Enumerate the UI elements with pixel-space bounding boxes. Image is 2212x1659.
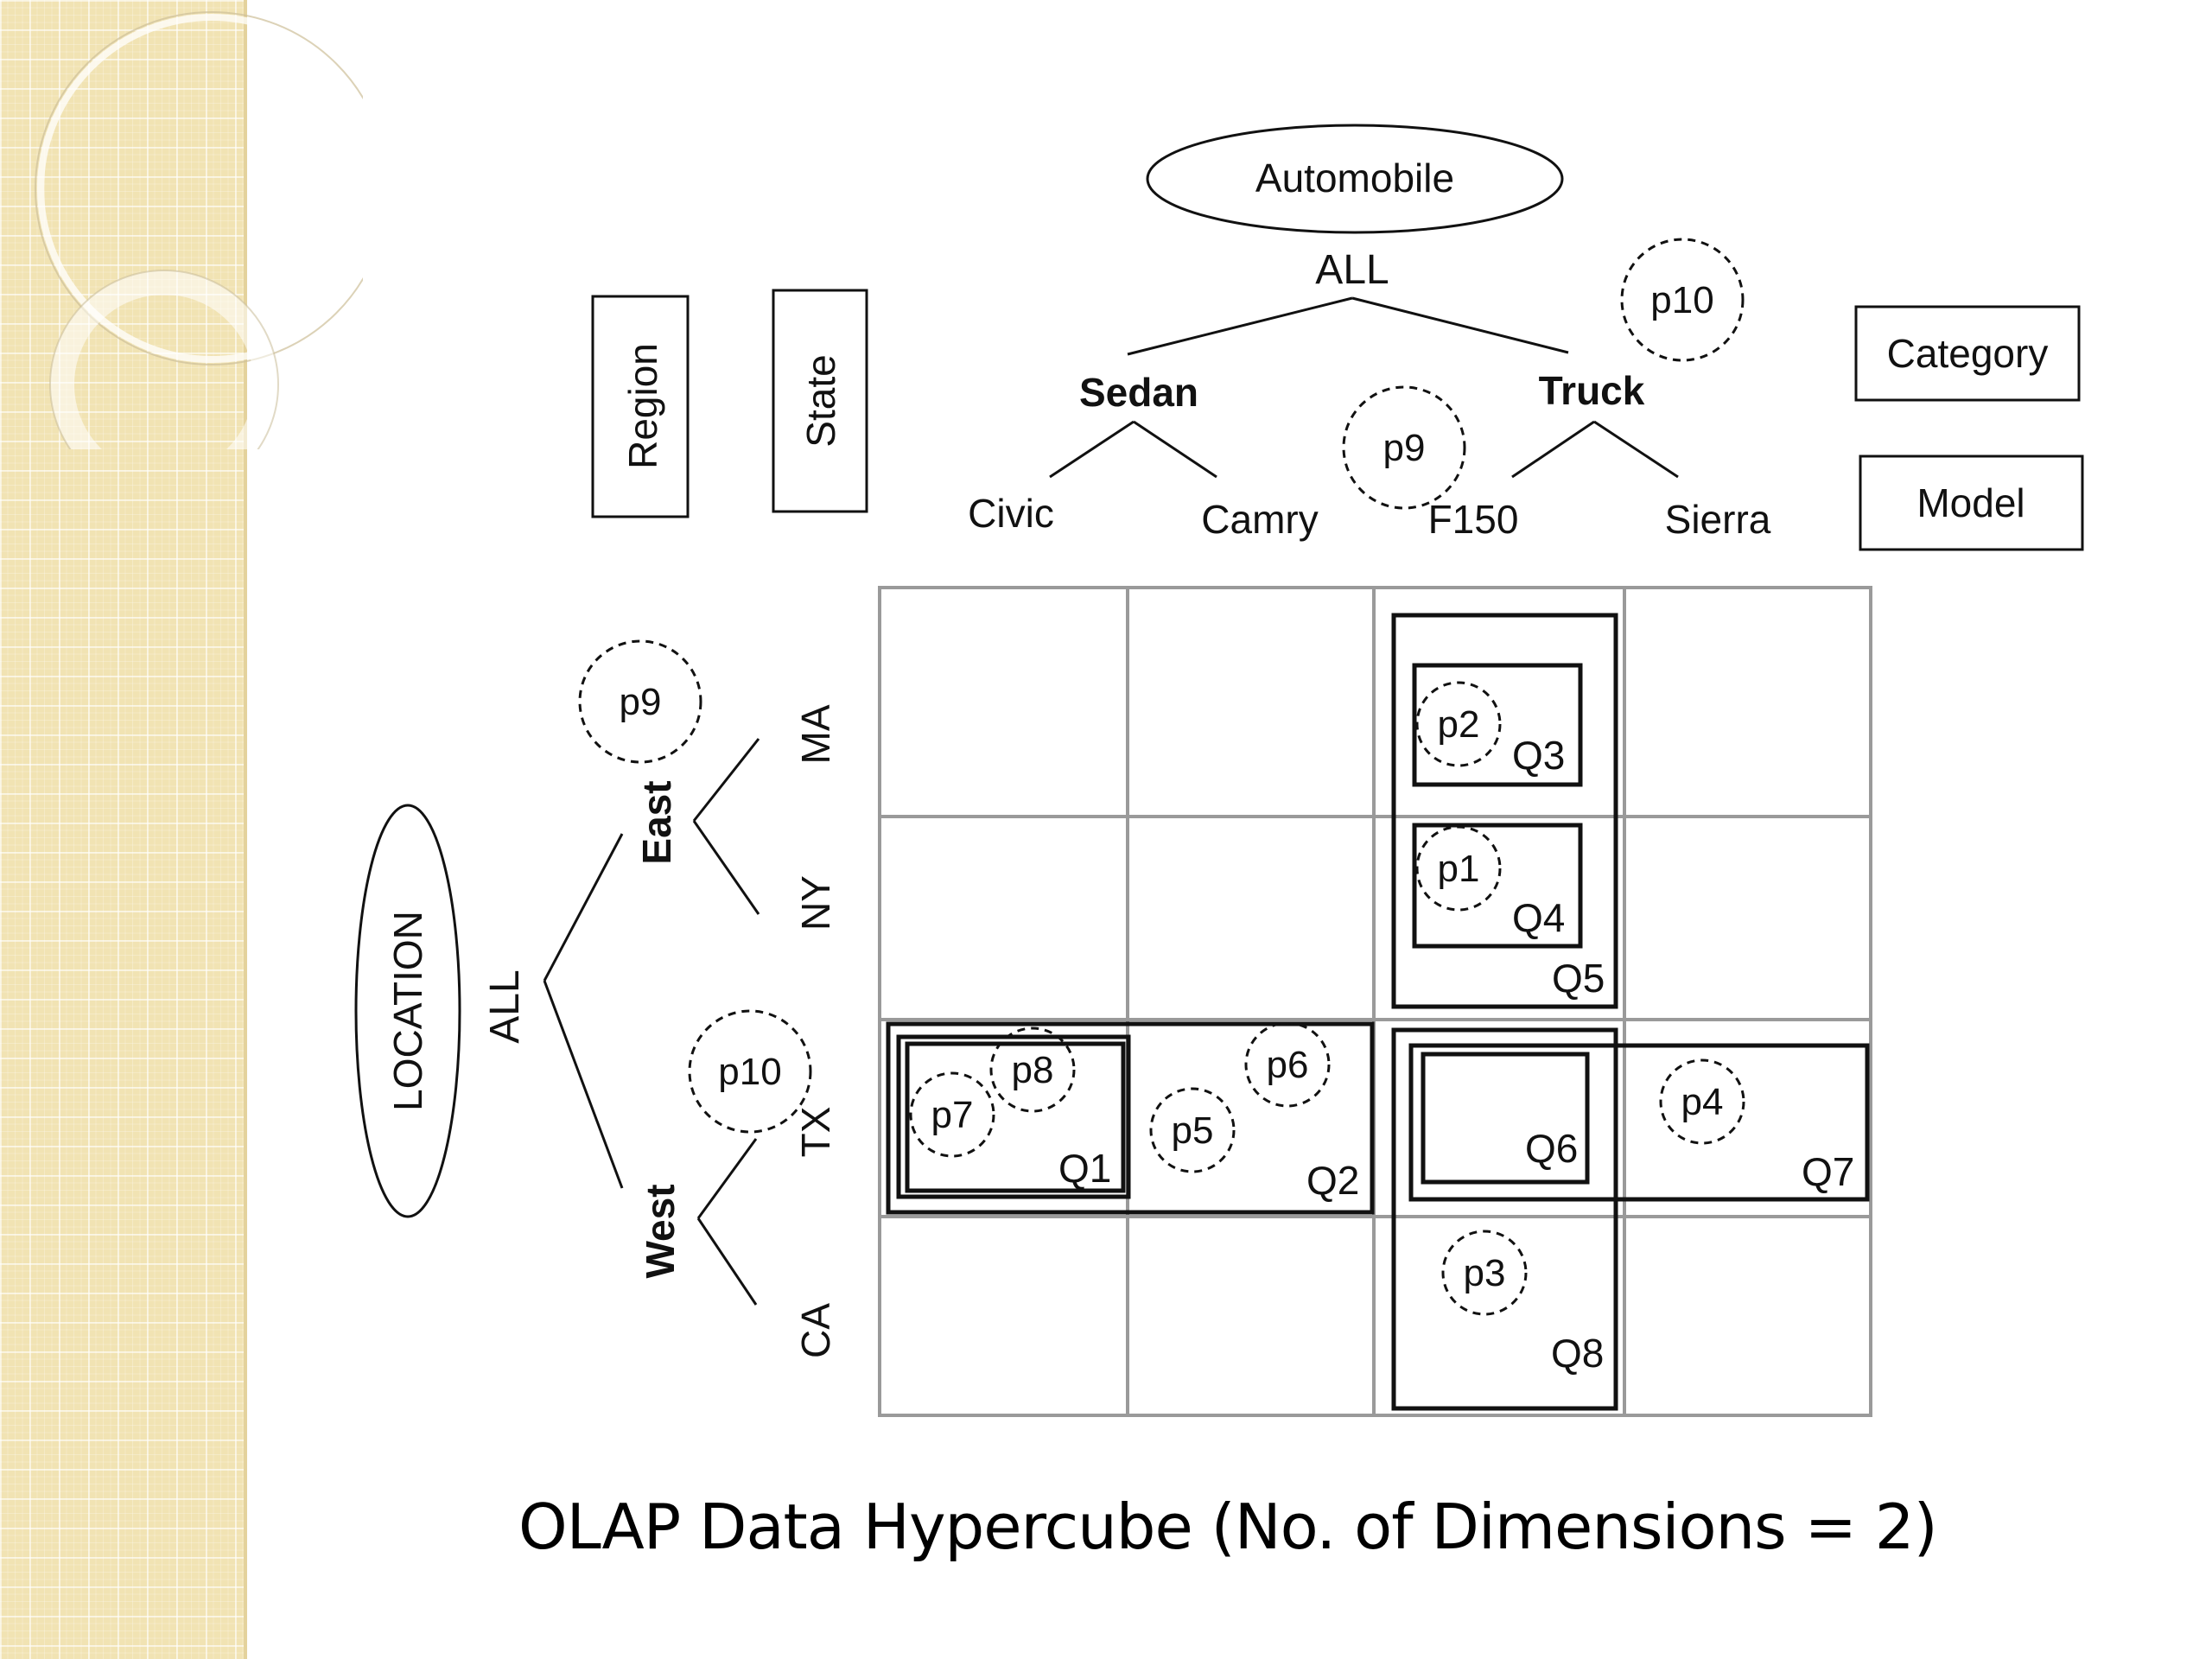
model-level-box	[1859, 454, 2084, 551]
point-p8-label: p8	[1012, 1049, 1054, 1091]
model-level-label: Model	[1916, 480, 2024, 525]
point-p10-circle	[688, 1009, 812, 1134]
point-p5-label: p5	[1172, 1109, 1214, 1152]
tree-edge	[696, 1138, 758, 1219]
query-q8-box	[1391, 1027, 1618, 1411]
query-q8-label: Q8	[1551, 1331, 1604, 1376]
large-ring-shadow	[35, 11, 363, 365]
location-ellipse	[354, 804, 461, 1218]
point-p4-label: p4	[1681, 1081, 1724, 1123]
large-ring	[37, 14, 363, 363]
state-ca: CA	[793, 1303, 838, 1358]
point-p4-circle	[1659, 1058, 1745, 1145]
point-p10-label: p10	[718, 1051, 781, 1093]
point-p2-circle	[1415, 681, 1502, 767]
automobile-hierarchy: Automobile ALL Sedan Truck Civic Camry F…	[968, 124, 1771, 542]
category-truck: Truck	[1539, 368, 1645, 413]
automobile-label: Automobile	[1255, 156, 1454, 200]
location-all-label: ALL	[482, 969, 528, 1043]
state-level-box	[772, 289, 868, 513]
category-level-label: Category	[1887, 331, 2049, 376]
query-q1-outer-box	[896, 1034, 1131, 1199]
tree-edge	[692, 820, 760, 915]
tree-edge	[1127, 296, 1353, 356]
query-q7-label: Q7	[1802, 1149, 1854, 1194]
tree-edge	[1351, 296, 1569, 354]
automobile-all-label: ALL	[1315, 247, 1389, 293]
region-east: East	[634, 780, 679, 864]
query-q2-label: Q2	[1306, 1158, 1359, 1203]
location-label: LOCATION	[385, 911, 430, 1111]
query-q6-box	[1421, 1052, 1590, 1185]
region-level-box	[591, 295, 690, 518]
state-ma: MA	[793, 704, 838, 764]
model-civic: Civic	[968, 491, 1054, 536]
model-sierra: Sierra	[1665, 497, 1771, 542]
point-p10-circle	[1620, 238, 1745, 362]
point-p1-label: p1	[1438, 848, 1480, 890]
query-q7-box	[1408, 1043, 1870, 1202]
point-p5-circle	[1149, 1087, 1236, 1173]
state-tx: TX	[793, 1107, 838, 1158]
query-q5-label: Q5	[1552, 956, 1605, 1001]
query-q5-box	[1391, 613, 1618, 1009]
query-q6-label: Q6	[1525, 1126, 1578, 1171]
location-hierarchy: LOCATION ALL East West MA NY TX CA	[354, 704, 838, 1358]
point-p7-label: p7	[931, 1094, 974, 1136]
region-west: West	[638, 1184, 683, 1278]
decorative-rings	[35, 11, 363, 449]
data-points	[578, 238, 1745, 1316]
small-ring-edge	[49, 270, 279, 449]
point-p3-circle	[1441, 1230, 1528, 1316]
automobile-level-boxes: Category Model	[1854, 305, 2084, 551]
tree-edge	[692, 738, 760, 822]
model-f150: F150	[1428, 497, 1519, 542]
region-level-label: Region	[620, 343, 665, 469]
cube-grid	[878, 586, 1872, 1417]
location-level-boxes: Region State	[591, 289, 868, 518]
category-level-box	[1854, 305, 2081, 402]
point-p9-label: p9	[1383, 427, 1426, 469]
point-p7-circle	[909, 1071, 995, 1158]
point-p9-circle	[578, 639, 702, 764]
tree-edge	[1049, 420, 1135, 479]
query-labels: Q3 Q4 Q5 Q1 Q2 Q6 Q7 Q8	[1058, 733, 1854, 1376]
tree-edge	[1593, 420, 1679, 479]
point-p3-label: p3	[1464, 1252, 1506, 1294]
point-p9-label: p9	[620, 681, 662, 723]
small-ring	[50, 270, 278, 449]
query-q1-inner-box	[905, 1041, 1126, 1193]
sidebar-edge	[244, 0, 247, 1659]
point-p1-circle	[1415, 825, 1502, 912]
tree-edge	[696, 1217, 758, 1306]
automobile-ellipse	[1146, 124, 1564, 234]
state-ny: NY	[793, 875, 838, 931]
point-p2-label: p2	[1438, 703, 1480, 746]
query-q2-box	[886, 1021, 1375, 1215]
point-p10-label: p10	[1650, 279, 1713, 321]
query-q4-label: Q4	[1512, 895, 1565, 940]
category-sedan: Sedan	[1079, 370, 1198, 415]
data-point-labels: p10 p9 p9 p10 p2 p1 p7 p8 p5 p6 p4 p3	[620, 279, 1724, 1294]
model-camry: Camry	[1201, 497, 1318, 542]
query-q3-box	[1412, 663, 1583, 787]
query-q4-box	[1412, 823, 1583, 949]
decorative-sidebar	[0, 0, 245, 1659]
tree-edge	[543, 833, 624, 982]
point-p6-label: p6	[1267, 1044, 1309, 1086]
point-p6-circle	[1244, 1021, 1331, 1108]
tree-edge	[1511, 420, 1595, 479]
query-q3-label: Q3	[1512, 733, 1565, 778]
point-p8-circle	[989, 1027, 1076, 1113]
point-p9-circle	[1342, 385, 1466, 510]
tree-edge	[1133, 420, 1217, 479]
query-q1-label: Q1	[1058, 1146, 1111, 1191]
query-regions	[886, 613, 1870, 1411]
state-level-label: State	[798, 354, 843, 447]
tree-edge	[543, 980, 624, 1189]
slide-caption: OLAP Data Hypercube (No. of Dimensions =…	[518, 1491, 1938, 1563]
